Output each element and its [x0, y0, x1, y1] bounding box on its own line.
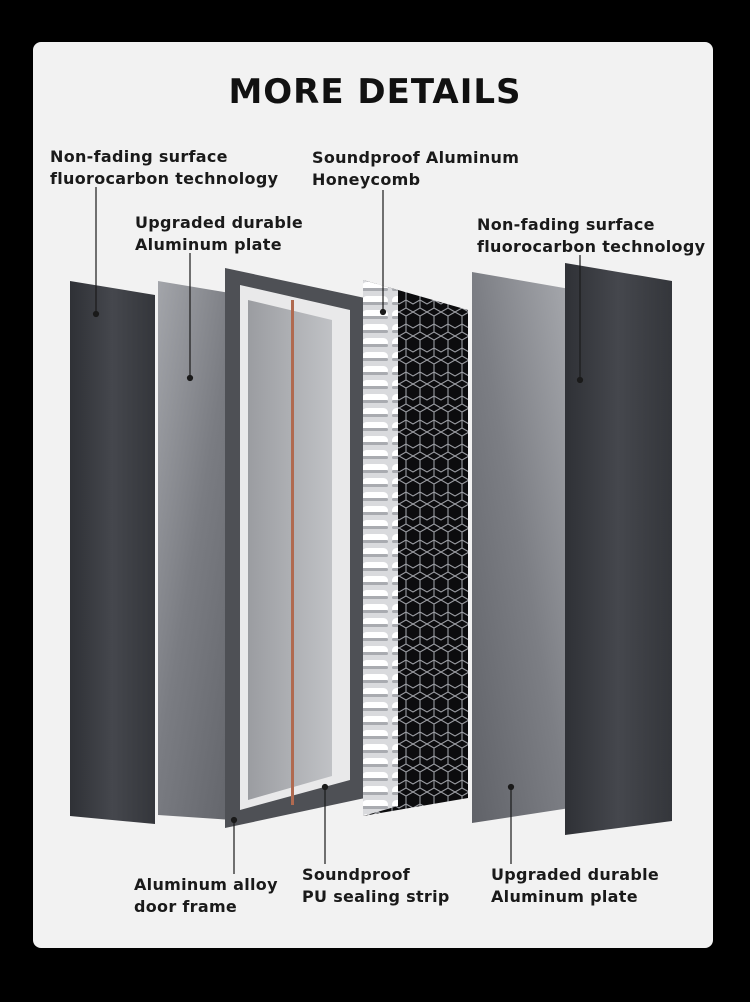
label-sealing-strip: Soundproof PU sealing strip — [302, 865, 450, 906]
label-right-aluminum-plate: Upgraded durable Aluminum plate — [491, 865, 660, 906]
aluminum-honeycomb — [363, 280, 468, 816]
label-outer-left-panel: Non-fading surface fluorocarbon technolo… — [50, 147, 279, 188]
label-left-aluminum-plate: Upgraded durable Aluminum plate — [135, 213, 304, 254]
outer-left-panel — [70, 281, 155, 824]
label-outer-right-panel: Non-fading surface fluorocarbon technolo… — [477, 215, 706, 256]
label-door-frame: Aluminum alloy door frame — [134, 875, 278, 916]
outer-right-panel — [565, 263, 672, 835]
right-aluminum-plate — [472, 272, 570, 823]
label-honeycomb: Soundproof Aluminum Honeycomb — [312, 148, 520, 189]
page-title: MORE DETAILS — [228, 72, 522, 112]
door-frame — [225, 268, 365, 828]
pu-sealing-strip — [291, 300, 294, 805]
